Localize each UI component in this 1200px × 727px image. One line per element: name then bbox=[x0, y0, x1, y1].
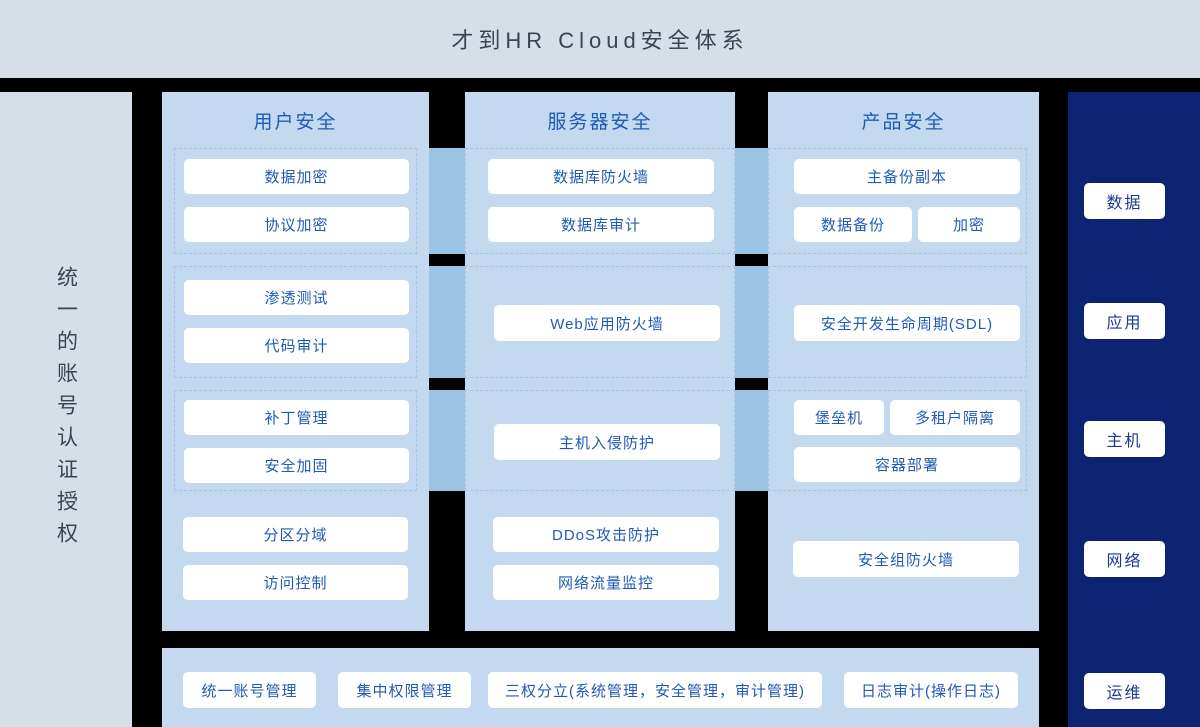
left-vertical-band: 统一的账号认证授权 bbox=[0, 92, 132, 727]
box-product-host-0[interactable]: 堡垒机 bbox=[794, 400, 884, 435]
box-user-host-1[interactable]: 安全加固 bbox=[184, 448, 409, 483]
box-server-app-0[interactable]: Web应用防火墙 bbox=[494, 305, 720, 341]
band-server-host: 主机入侵防护 bbox=[465, 390, 735, 491]
bottom-panel: 统一账号管理 集中权限管理 三权分立(系统管理，安全管理，审计管理) 日志审计(… bbox=[162, 648, 1039, 727]
bottom-box-1[interactable]: 集中权限管理 bbox=[338, 672, 471, 708]
connector-col1-col2-row-app bbox=[429, 266, 465, 378]
column-title-server-security: 服务器安全 bbox=[547, 111, 653, 133]
tag-operations[interactable]: 运维 bbox=[1084, 673, 1165, 709]
tag-application[interactable]: 应用 bbox=[1084, 303, 1165, 339]
column-server-security: 服务器安全 数据库防火墙 数据库审计 Web应用防火墙 主机入侵防护 DDoS攻… bbox=[465, 92, 735, 631]
connector-col1-col2-row-data bbox=[429, 148, 465, 254]
box-server-data-0[interactable]: 数据库防火墙 bbox=[488, 159, 714, 194]
tag-host[interactable]: 主机 bbox=[1084, 421, 1165, 457]
band-user-app: 渗透测试 代码审计 bbox=[174, 266, 417, 378]
box-user-data-0[interactable]: 数据加密 bbox=[184, 159, 409, 194]
tag-network[interactable]: 网络 bbox=[1084, 541, 1165, 577]
box-server-data-1[interactable]: 数据库审计 bbox=[488, 207, 714, 242]
box-user-net-1[interactable]: 访问控制 bbox=[183, 565, 408, 600]
band-product-host: 堡垒机 多租户隔离 容器部署 bbox=[768, 390, 1027, 491]
box-user-app-1[interactable]: 代码审计 bbox=[184, 328, 409, 363]
bottom-box-3[interactable]: 日志审计(操作日志) bbox=[844, 672, 1018, 708]
band-server-network: DDoS攻击防护 网络流量监控 bbox=[465, 501, 735, 631]
connector-col2-col3-row-app bbox=[733, 266, 769, 378]
box-product-host-1[interactable]: 多租户隔离 bbox=[890, 400, 1020, 435]
column-user-security: 用户安全 数据加密 协议加密 渗透测试 代码审计 补丁管理 安全加固 分区分域 … bbox=[162, 92, 429, 631]
connector-col1-col2-row-host bbox=[429, 390, 465, 491]
left-band-label: 统一的账号认证授权 bbox=[54, 265, 78, 554]
box-user-app-0[interactable]: 渗透测试 bbox=[184, 280, 409, 315]
box-product-data-2[interactable]: 加密 bbox=[918, 207, 1020, 242]
band-product-network: 安全组防火墙 bbox=[768, 501, 1027, 631]
connector-col2-col3-row-host bbox=[733, 390, 769, 491]
page-title: 才到HR Cloud安全体系 bbox=[451, 28, 749, 53]
box-user-net-0[interactable]: 分区分域 bbox=[183, 517, 408, 552]
band-user-host: 补丁管理 安全加固 bbox=[174, 390, 417, 491]
box-user-data-1[interactable]: 协议加密 bbox=[184, 207, 409, 242]
box-product-net-0[interactable]: 安全组防火墙 bbox=[793, 541, 1019, 577]
box-product-data-0[interactable]: 主备份副本 bbox=[794, 159, 1020, 194]
right-navy-band: 数据 应用 主机 网络 运维 bbox=[1068, 92, 1200, 727]
box-server-host-0[interactable]: 主机入侵防护 bbox=[494, 424, 720, 460]
box-product-host-2[interactable]: 容器部署 bbox=[794, 447, 1020, 482]
box-user-host-0[interactable]: 补丁管理 bbox=[184, 400, 409, 435]
connector-col2-col3-row-data bbox=[733, 148, 769, 254]
header-bar: 才到HR Cloud安全体系 bbox=[0, 0, 1200, 78]
band-product-app: 安全开发生命周期(SDL) bbox=[768, 266, 1027, 378]
band-server-data: 数据库防火墙 数据库审计 bbox=[465, 148, 735, 254]
column-title-user-security: 用户安全 bbox=[253, 111, 338, 133]
column-product-security: 产品安全 主备份副本 数据备份 加密 安全开发生命周期(SDL) 堡垒机 多租户… bbox=[768, 92, 1039, 631]
bottom-box-2[interactable]: 三权分立(系统管理，安全管理，审计管理) bbox=[488, 672, 822, 708]
band-server-app: Web应用防火墙 bbox=[465, 266, 735, 378]
box-product-data-1[interactable]: 数据备份 bbox=[794, 207, 912, 242]
band-user-network: 分区分域 访问控制 bbox=[174, 501, 417, 631]
band-user-data: 数据加密 协议加密 bbox=[174, 148, 417, 254]
box-server-net-1[interactable]: 网络流量监控 bbox=[493, 565, 719, 600]
box-server-net-0[interactable]: DDoS攻击防护 bbox=[493, 517, 719, 552]
band-product-data: 主备份副本 数据备份 加密 bbox=[768, 148, 1027, 254]
bottom-box-0[interactable]: 统一账号管理 bbox=[183, 672, 316, 708]
column-title-product-security: 产品安全 bbox=[861, 111, 946, 133]
box-product-app-0[interactable]: 安全开发生命周期(SDL) bbox=[794, 305, 1020, 341]
tag-data[interactable]: 数据 bbox=[1084, 183, 1165, 219]
